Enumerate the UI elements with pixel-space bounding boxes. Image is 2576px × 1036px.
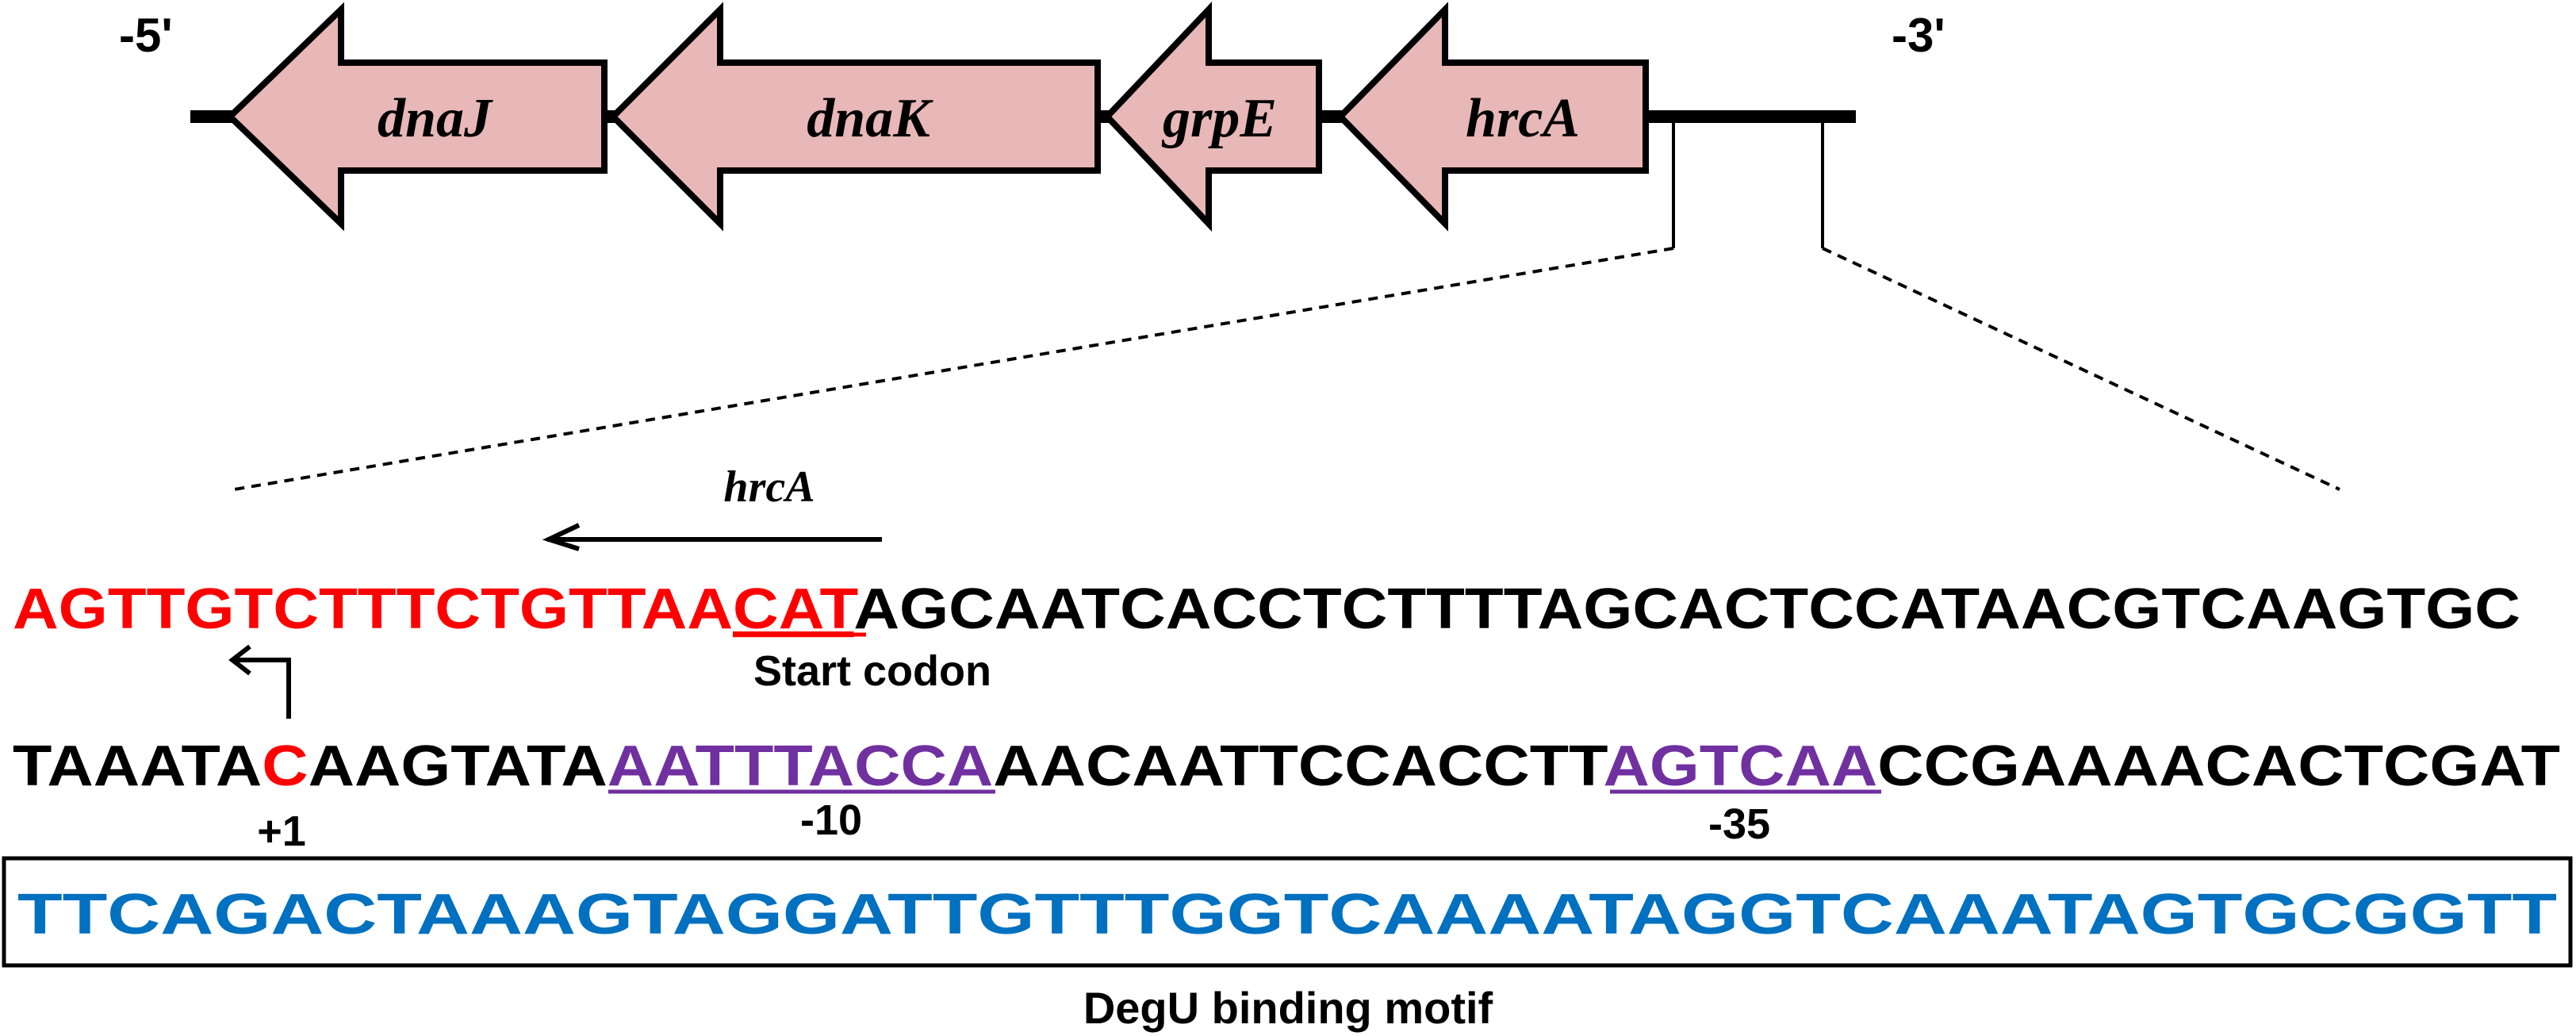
tss-label: +1 <box>257 808 306 855</box>
zoom-line-right <box>1822 247 2340 491</box>
start-codon-label: Start codon <box>753 647 991 695</box>
degu-motif-label: DegU binding motif <box>1083 983 1493 1033</box>
upstream-sequence-2a: TAAATA <box>13 735 262 798</box>
three-prime-label: -3' <box>1892 9 1945 62</box>
spacer-sequence: AACAATTCCACCTT <box>993 735 1608 798</box>
tss-bent-arrow <box>232 658 291 719</box>
gene-label-hrcA: hrcA <box>1466 88 1580 149</box>
gene-arrow-grpE <box>1102 1 1322 232</box>
gene-arrow-dnaJ <box>225 2 608 232</box>
minus10-box-sequence: AATTTACCA <box>608 735 993 798</box>
gene-label-dnaJ: dnaJ <box>378 88 493 149</box>
tss-arrowhead <box>228 644 251 676</box>
coding-start-sequence: AGTTGTCTTTCTGTTAA <box>13 577 733 641</box>
minus35-box-sequence: AGTCAA <box>1604 735 1878 798</box>
five-prime-label: -5' <box>119 9 173 62</box>
gene-label-grpE: grpE <box>1161 88 1277 149</box>
gene-label-dnaK: dnaK <box>807 88 933 149</box>
gene-arrow-dnaK <box>608 2 1101 232</box>
hrca-arrow-label: hrcA <box>723 462 815 512</box>
minus35-label: -35 <box>1708 800 1770 848</box>
minus10-label: -10 <box>800 796 862 844</box>
degu-motif-sequence: TTCAGACTAAAGTAGGATTGTTTGGTCAAAATAGGTCAAA… <box>17 883 2557 946</box>
start-codon-sequence: CAT <box>733 577 858 641</box>
degu-motif-box <box>2 856 2573 968</box>
zoom-line-left <box>233 247 1674 491</box>
hrca-direction-arrowhead <box>542 523 581 551</box>
upstream-sequence-2c: CCGAAAACACTCGAT <box>1877 735 2560 798</box>
upstream-sequence-1: AGCAATCACCTCTTTTAGCACTCCATAACGTCAAGTGC <box>853 577 2520 641</box>
upstream-sequence-2b: AAGTATA <box>309 735 608 798</box>
transcription-start-site: C <box>262 735 308 798</box>
gene-arrow-hrcA <box>1336 2 1649 232</box>
